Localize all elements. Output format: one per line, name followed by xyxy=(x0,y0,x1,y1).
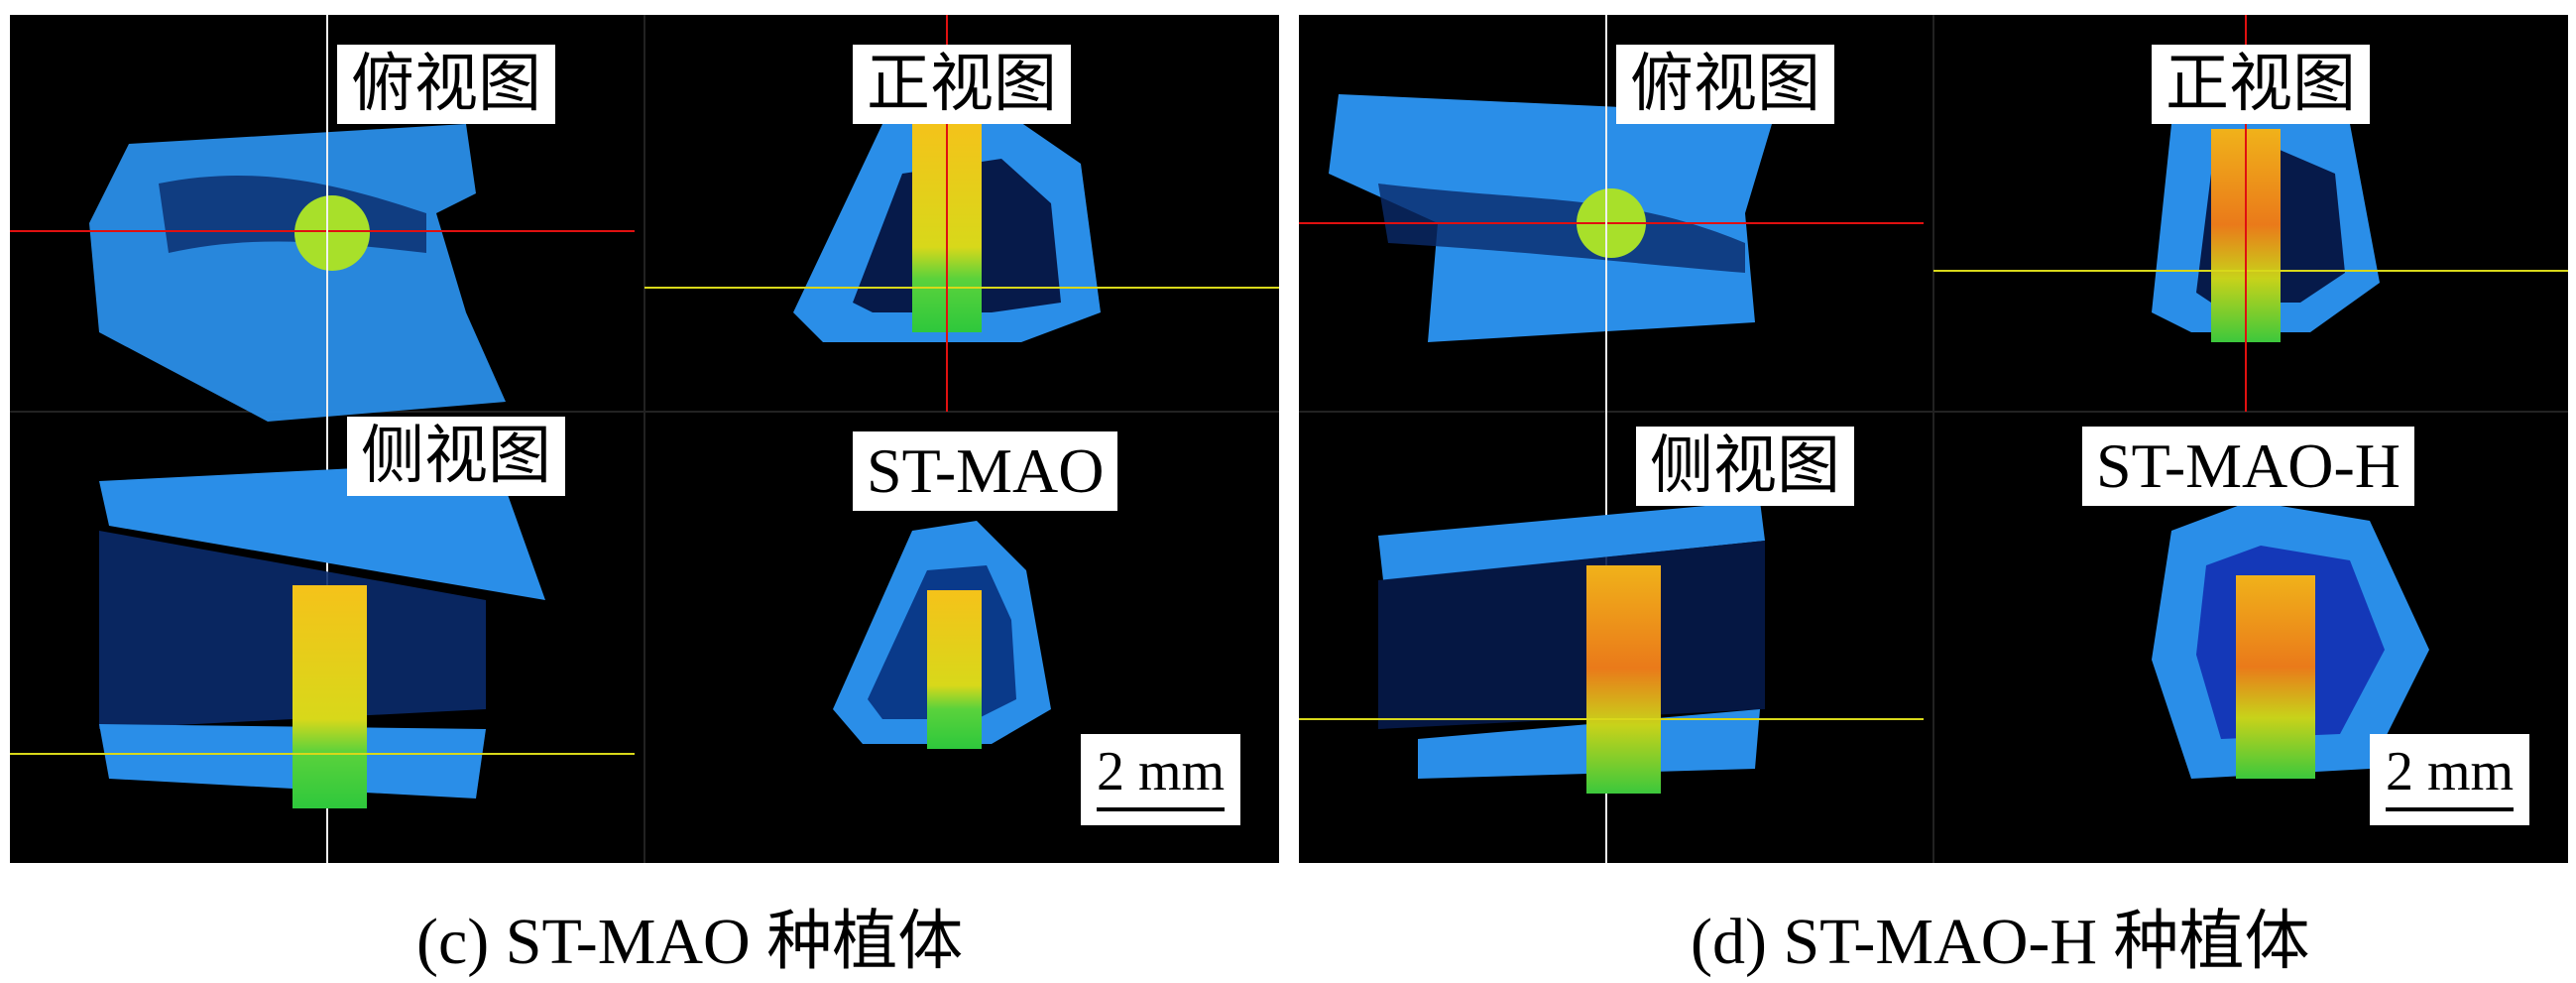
top-view-implant xyxy=(294,195,370,271)
caption-panel-c: (c) ST-MAO 种植体 xyxy=(416,906,964,978)
sample-implant xyxy=(927,590,982,749)
scale-bar-line xyxy=(2386,807,2515,811)
side-view-implant xyxy=(1586,565,1661,794)
label-sample-name: ST-MAO xyxy=(853,431,1118,511)
scale-bar: 2 mm xyxy=(1081,734,1241,825)
ct-render-st-mao xyxy=(10,15,1279,863)
label-sample-name: ST-MAO-H xyxy=(2082,427,2414,506)
side-view-bone-upper xyxy=(1378,501,1765,580)
scale-bar-label: 2 mm xyxy=(1097,741,1226,802)
label-side-view: 侧视图 xyxy=(1636,427,1854,506)
label-front-view: 正视图 xyxy=(2152,45,2370,124)
scale-bar-line xyxy=(1097,807,1226,811)
scale-bar-label: 2 mm xyxy=(2386,741,2515,802)
label-top-view: 俯视图 xyxy=(337,45,555,124)
scale-bar: 2 mm xyxy=(2370,734,2530,825)
side-view-implant xyxy=(293,585,367,808)
label-front-view: 正视图 xyxy=(853,45,1071,124)
ct-render-st-mao-h xyxy=(1299,15,2568,863)
side-view-bone-upper xyxy=(99,461,545,600)
top-view-bone xyxy=(89,124,506,422)
ct-panel-st-mao: 俯视图 正视图 侧视图 ST-MAO 2 mm xyxy=(10,15,1279,863)
label-side-view: 侧视图 xyxy=(347,417,565,496)
caption-panel-d: (d) ST-MAO-H 种植体 xyxy=(1691,906,2310,978)
label-top-view: 俯视图 xyxy=(1616,45,1834,124)
ct-panel-st-mao-h: 俯视图 正视图 侧视图 ST-MAO-H 2 mm xyxy=(1299,15,2568,863)
sample-implant xyxy=(2236,575,2315,779)
